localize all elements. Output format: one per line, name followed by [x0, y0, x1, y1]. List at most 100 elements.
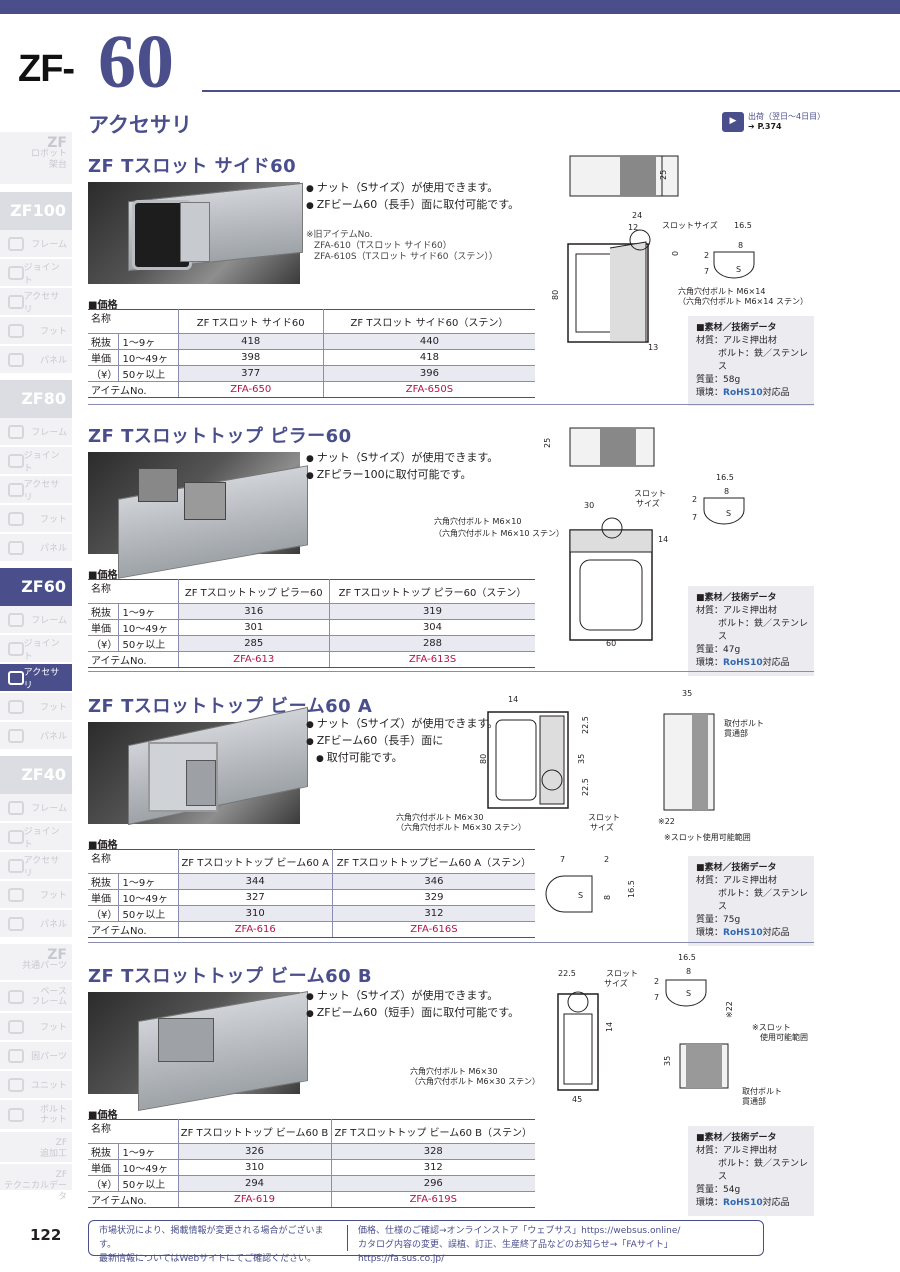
sidebar-zf40[interactable]: ZF40 [0, 756, 72, 794]
accessory-icon [8, 482, 24, 497]
svg-text:22.5: 22.5 [558, 969, 576, 978]
sidebar-item-foot[interactable]: フット [0, 317, 72, 345]
section-divider [88, 671, 814, 672]
svg-text:使用可能範囲: 使用可能範囲 [760, 1032, 808, 1042]
frame-icon [8, 612, 24, 627]
accessory-icon [8, 294, 24, 309]
svg-text:80: 80 [479, 754, 488, 764]
price-label: ■価格 [88, 840, 118, 851]
product-photo [88, 706, 308, 826]
technical-drawing: 14 80 22.5 35 22.5 六角穴付ボルト M6×30 （六角穴付ボル… [392, 689, 812, 924]
sidebar-zf80[interactable]: ZF80 [0, 380, 72, 418]
spec-box: ■素材／技術データ材質：アルミ押出材ボルト：鉄／ステンレス質量：47g 環境：R… [688, 586, 814, 676]
sidebar-item-foot[interactable]: フット [0, 693, 72, 721]
svg-text:7: 7 [654, 993, 659, 1002]
product-title: ZF Tスロットトップ ビーム60 A [88, 696, 373, 717]
svg-text:六角穴付ボルト M6×30: 六角穴付ボルト M6×30 [410, 1066, 497, 1076]
footer-link-fa-site[interactable]: カタログ内容の変更、誤植、訂正、生産終了品などのお知らせ→「FAサイト」http… [357, 1240, 673, 1264]
svg-text:※22: ※22 [658, 817, 675, 826]
svg-text:S: S [686, 989, 691, 998]
frame-icon [8, 236, 24, 251]
panel-icon [8, 916, 24, 931]
feature-item: ZFピラー100に取付可能です。 [306, 467, 498, 484]
svg-text:スロット: スロット [588, 813, 620, 822]
page-number: 122 [30, 1226, 62, 1244]
sidebar-item-accessory[interactable]: アクセサリ [0, 288, 72, 316]
sidebar-item-joint[interactable]: ジョイント [0, 447, 72, 475]
unit-icon [8, 1077, 24, 1092]
svg-text:7: 7 [692, 513, 697, 522]
sidebar-item-fixing-parts[interactable]: 固パーツ [0, 1042, 72, 1070]
sidebar-item-foot[interactable]: フット [0, 1013, 72, 1041]
panel-icon [8, 352, 24, 367]
price-label: ■価格 [88, 300, 118, 311]
svg-text:8: 8 [686, 967, 691, 976]
svg-text:六角穴付ボルト M6×14: 六角穴付ボルト M6×14 [678, 286, 765, 296]
svg-text:（六角穴付ボルト M6×30 ステン）: （六角穴付ボルト M6×30 ステン） [396, 822, 526, 832]
frame-icon [8, 800, 24, 815]
sidebar-item-joint[interactable]: ジョイント [0, 635, 72, 663]
svg-text:7: 7 [704, 267, 709, 276]
svg-text:25: 25 [543, 438, 552, 448]
foot-icon [8, 699, 24, 714]
base-frame-icon [8, 989, 24, 1004]
sidebar-item-panel[interactable]: パネル [0, 346, 72, 374]
sidebar-item-joint[interactable]: ジョイント [0, 823, 72, 851]
svg-text:80: 80 [551, 290, 560, 300]
sidebar-item-joint[interactable]: ジョイント [0, 259, 72, 287]
svg-text:六角穴付ボルト M6×30: 六角穴付ボルト M6×30 [396, 812, 483, 822]
sidebar-item-panel[interactable]: パネル [0, 910, 72, 938]
joint-icon [8, 829, 24, 844]
sidebar-item-panel[interactable]: パネル [0, 534, 72, 562]
truck-icon: ▶ [722, 112, 744, 132]
sidebar-item-frame[interactable]: フレーム [0, 230, 72, 258]
sidebar-item-accessory-active[interactable]: アクセサリ [0, 664, 72, 692]
svg-text:22.5: 22.5 [581, 778, 590, 796]
svg-text:35: 35 [577, 754, 586, 764]
svg-text:2: 2 [604, 855, 609, 864]
sidebar-item-frame[interactable]: フレーム [0, 606, 72, 634]
sidebar-item-foot[interactable]: フット [0, 505, 72, 533]
svg-text:16.5: 16.5 [716, 473, 734, 482]
series-prefix: ZF- [18, 48, 75, 90]
sidebar-item-bolt-nut[interactable]: ボルト ナット [0, 1100, 72, 1130]
sidebar-item-frame[interactable]: フレーム [0, 794, 72, 822]
sidebar-zf100[interactable]: ZF100 [0, 192, 72, 230]
fixing-parts-icon [8, 1048, 24, 1063]
sidebar-item-base-frame[interactable]: ベース フレーム [0, 982, 72, 1012]
sidebar-item-accessory[interactable]: アクセサリ [0, 852, 72, 880]
svg-text:16.5: 16.5 [627, 880, 636, 898]
sidebar-zf60[interactable]: ZF60 [0, 568, 72, 606]
sidebar-item-panel[interactable]: パネル [0, 722, 72, 750]
shipping-info[interactable]: ▶ 出荷（翌日〜4日目）➔ P.374 [722, 112, 825, 132]
spec-box: ■素材／技術データ材質：アルミ押出材ボルト：鉄／ステンレス質量：54g 環境：R… [688, 1126, 814, 1216]
sidebar-item-accessory[interactable]: アクセサリ [0, 476, 72, 504]
svg-text:0: 0 [671, 251, 680, 256]
svg-text:※スロット: ※スロット [752, 1023, 791, 1032]
svg-text:22.5: 22.5 [581, 716, 590, 734]
page-subtitle: アクセサリ [88, 113, 192, 137]
footer-link-store[interactable]: 価格、仕様のご確認→オンラインストア「ウェブサス」https://websus.… [357, 1226, 681, 1236]
svg-text:14: 14 [605, 1022, 614, 1032]
sidebar-item-frame[interactable]: フレーム [0, 418, 72, 446]
product-photo [88, 991, 308, 1111]
svg-text:45: 45 [572, 1095, 582, 1104]
svg-text:（六角穴付ボルト M6×10 ステン）: （六角穴付ボルト M6×10 ステン） [434, 528, 564, 538]
svg-text:8: 8 [724, 487, 729, 496]
feature-item: ナット（Sサイズ）が使用できます。 [306, 180, 519, 197]
sidebar-item-foot[interactable]: フット [0, 881, 72, 909]
svg-text:2: 2 [654, 977, 659, 986]
svg-text:16.5: 16.5 [734, 221, 752, 230]
feature-item: ZFビーム60（短手）面に取付可能です。 [306, 1005, 519, 1022]
feature-item: ナット（Sサイズ）が使用できます。 [306, 988, 519, 1005]
sidebar-item-unit[interactable]: ユニット [0, 1071, 72, 1099]
joint-icon [8, 453, 24, 468]
product-title: ZF Tスロット サイド60 [88, 156, 297, 177]
